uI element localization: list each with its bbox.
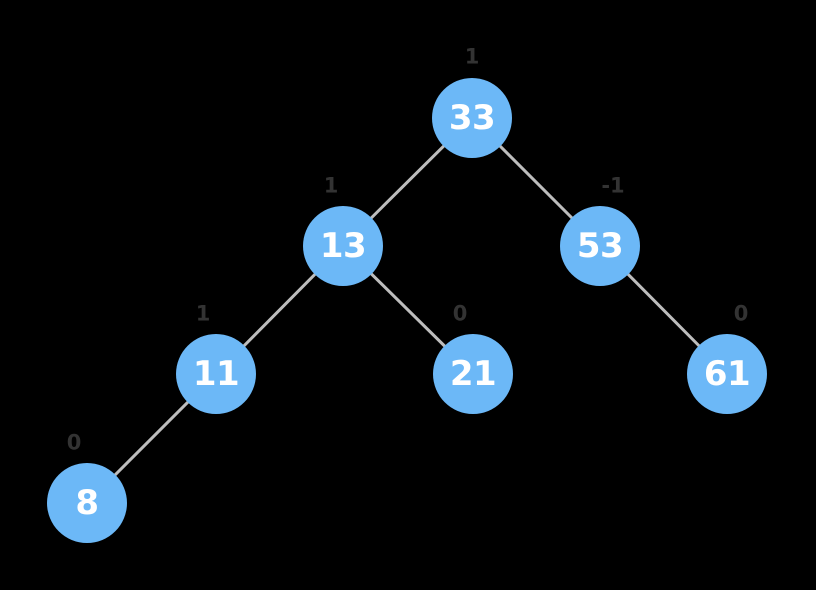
balance-factor-label: -1 bbox=[601, 173, 625, 198]
tree-node-key: 61 bbox=[703, 354, 751, 394]
tree-node-key: 8 bbox=[75, 483, 99, 523]
balance-factor-label: 1 bbox=[323, 173, 339, 198]
balance-factor-label: 0 bbox=[452, 301, 468, 326]
tree-node-key: 53 bbox=[576, 226, 624, 266]
tree-node[interactable]: 33 bbox=[432, 78, 512, 158]
tree-node[interactable]: 21 bbox=[433, 334, 513, 414]
balance-factor-label: 1 bbox=[464, 44, 480, 69]
tree-node[interactable]: 61 bbox=[687, 334, 767, 414]
tree-node-key: 21 bbox=[449, 354, 497, 394]
tree-node-key: 33 bbox=[448, 98, 496, 138]
tree-node-key: 13 bbox=[319, 226, 367, 266]
balance-factor-label: 0 bbox=[733, 301, 749, 326]
tree-node[interactable]: 8 bbox=[47, 463, 127, 543]
tree-node[interactable]: 11 bbox=[176, 334, 256, 414]
tree-node-key: 11 bbox=[192, 354, 240, 394]
balance-factor-label: 1 bbox=[195, 301, 211, 326]
balance-factor-label: 0 bbox=[66, 430, 82, 455]
tree-node[interactable]: 13 bbox=[303, 206, 383, 286]
tree-node[interactable]: 53 bbox=[560, 206, 640, 286]
